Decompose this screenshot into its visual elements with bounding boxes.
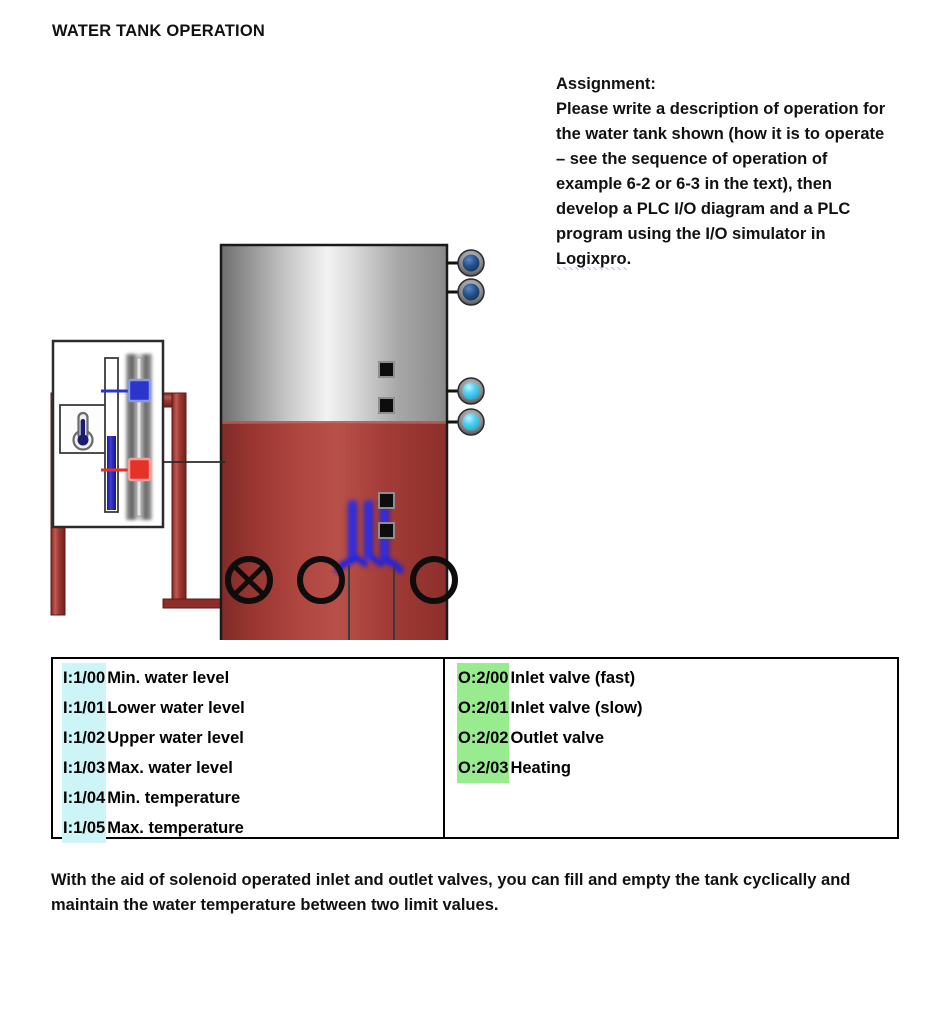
- io-inputs-column: I:1/00 Min. water level I:1/01 Lower wat…: [62, 663, 245, 843]
- io-output-address: O:2/01: [457, 693, 510, 723]
- io-input-description: Lower water level: [107, 699, 245, 717]
- lower-water-level-lamp: [462, 382, 480, 400]
- io-output-address: O:2/02: [457, 723, 510, 753]
- footer-note: With the aid of solenoid operated inlet …: [51, 871, 851, 914]
- io-input-address: I:1/03: [62, 753, 107, 783]
- assignment-misspelled-word: Logixpro: [556, 250, 627, 270]
- io-input-description: Max. temperature: [107, 819, 244, 837]
- level-indicator-lamps[interactable]: [447, 249, 485, 436]
- io-input-address: I:1/01: [62, 693, 107, 723]
- min-water-level-lamp: [462, 413, 480, 431]
- io-input-address: I:1/04: [62, 783, 107, 813]
- level-sensor-pads: [378, 361, 395, 539]
- lower-water-level-sensor-pad: [378, 492, 395, 509]
- temperature-limit-slider[interactable]: [101, 354, 152, 520]
- io-input-row: I:1/04 Min. temperature: [62, 783, 245, 813]
- temperature-gauge-panel[interactable]: [51, 339, 225, 529]
- io-table-divider: [443, 659, 445, 837]
- io-input-address: I:1/00: [62, 663, 107, 693]
- io-input-row: I:1/03 Max. water level: [62, 753, 245, 783]
- water-tank: [219, 243, 449, 640]
- io-output-row: O:2/03 Heating: [457, 753, 643, 783]
- io-input-row: I:1/05 Max. temperature: [62, 813, 245, 843]
- io-output-row: O:2/00 Inlet valve (fast): [457, 663, 643, 693]
- upper-water-level-sensor-pad: [378, 397, 395, 414]
- io-output-row: O:2/01 Inlet valve (slow): [457, 693, 643, 723]
- inlet-valve-fast: [225, 556, 273, 604]
- io-output-description: Outlet valve: [510, 729, 604, 747]
- assignment-label: Assignment:: [556, 75, 656, 93]
- io-input-description: Min. temperature: [107, 789, 241, 807]
- max-water-level-lamp: [462, 254, 480, 272]
- io-output-row: O:2/02 Outlet valve: [457, 723, 643, 753]
- valves[interactable]: [225, 556, 458, 640]
- io-input-description: Upper water level: [107, 729, 244, 747]
- io-input-description: Max. water level: [107, 759, 233, 777]
- assignment-body-text: Please write a description of operation …: [556, 100, 886, 243]
- io-input-row: I:1/02 Upper water level: [62, 723, 245, 753]
- thermometer-icon: [59, 404, 107, 454]
- water-tank-process-diagram: [0, 110, 950, 640]
- io-output-address: O:2/00: [457, 663, 510, 693]
- io-output-description: Inlet valve (fast): [510, 669, 636, 687]
- inlet-valve-slow: [297, 556, 345, 604]
- page-title: WATER TANK OPERATION: [52, 22, 265, 40]
- io-output-description: Inlet valve (slow): [510, 699, 643, 717]
- min-water-level-sensor-pad: [378, 522, 395, 539]
- io-input-address: I:1/02: [62, 723, 107, 753]
- io-address-table: I:1/00 Min. water level I:1/01 Lower wat…: [51, 657, 899, 843]
- io-input-address: I:1/05: [62, 813, 107, 843]
- tank-water-body: [221, 423, 447, 640]
- io-outputs-column: O:2/00 Inlet valve (fast) O:2/01 Inlet v…: [457, 663, 643, 783]
- io-input-row: I:1/01 Lower water level: [62, 693, 245, 723]
- outlet-valve: [410, 556, 458, 604]
- assignment-body: Please write a description of operation …: [556, 100, 885, 270]
- assignment-block: Assignment: Please write a description o…: [556, 72, 886, 272]
- max-water-level-sensor-pad: [378, 361, 395, 378]
- heater-leads: [348, 565, 395, 640]
- max-temperature-handle: [127, 378, 152, 403]
- io-input-description: Min. water level: [107, 669, 230, 687]
- io-input-row: I:1/00 Min. water level: [62, 663, 245, 693]
- min-temperature-handle: [127, 457, 152, 482]
- assignment-body-end: .: [626, 250, 632, 268]
- io-output-description: Heating: [510, 759, 571, 777]
- temperature-bar-gauge: [104, 357, 119, 513]
- upper-water-level-lamp: [462, 283, 480, 301]
- io-output-address: O:2/03: [457, 753, 510, 783]
